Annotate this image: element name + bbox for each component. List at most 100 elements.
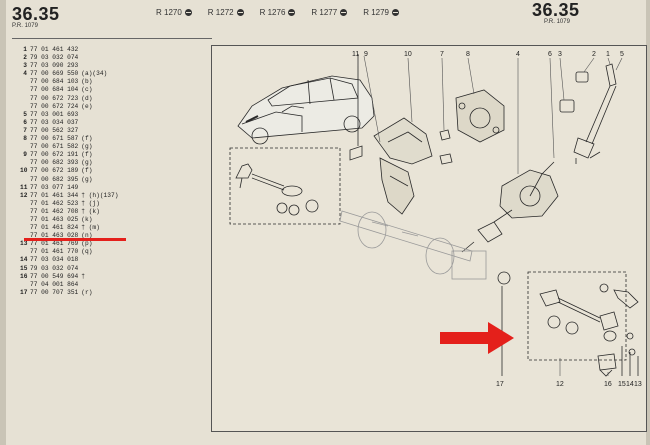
callout-label: 13 [634,381,642,388]
part-reference: 77 01 462 523 [30,199,79,207]
part-suffix: (c) [81,86,93,94]
part-suffix: † (j) [81,199,100,207]
part-reference: 77 00 669 550 [30,70,79,78]
part-index [20,200,27,208]
part-index: 6 [23,118,27,126]
part-row: 77 00 682 395(g) [20,176,170,184]
part-suffix: (a)(34) [81,70,108,78]
part-index: 9 [23,151,27,159]
tie-rod-right [539,289,619,342]
header-rule [12,38,212,39]
part-reference: 77 00 682 393 [30,159,79,167]
part-reference: 77 00 684 104 [30,86,79,94]
callout-label: 7 [440,51,444,58]
model-symbol-icon [340,9,348,16]
steering-rack [339,161,559,280]
callout-label: 1 [606,51,610,58]
part-row: 77 01 461 770(q) [20,248,170,256]
callout-numbers: 11 9 10 7 8 4 6 3 2 1 5 17 12 16 15 14 1… [352,51,642,388]
part-reference: 77 00 672 189 [30,167,79,175]
part-index [20,176,27,184]
model-item: R 1272 [208,8,244,17]
part-index: 7 [23,126,27,134]
part-row: 77 00 684 104(c) [20,86,170,94]
part-index [20,95,27,103]
part-row: 77 00 682 393(g) [20,159,170,167]
part-index [20,78,27,86]
car-illustration [237,75,375,145]
part-index: 3 [23,62,27,70]
dashed-group-right [527,271,627,361]
part-suffix: (n) [81,232,93,240]
part-reference: 77 01 461 824 [30,224,79,232]
part-row: 77 01 463 025(k) [20,216,170,224]
part-row: 77 00 684 103(b) [20,78,170,86]
part-reference: 77 01 461 769 [30,240,79,248]
part-index [20,248,27,256]
part-index: 12 [20,191,28,199]
part-suffix: (p) [81,240,93,248]
part-suffix: (d) [81,94,93,102]
steering-boot [373,117,433,215]
part-row: 77 01 461 824† (m) [20,224,170,232]
part-suffix: (f) [81,167,93,175]
part-index [20,86,27,94]
part-suffix: (q) [81,248,93,256]
diagram-drawing: 11 9 10 7 8 4 6 3 2 1 5 17 12 16 15 14 1… [229,51,642,388]
callout-label: 5 [620,51,624,58]
catalog-page: 36.35 P.R. 1079 R 1270 R 1272 R 1276 R 1… [6,0,647,445]
part-suffix: (f) [81,151,93,159]
part-reference: 77 03 077 149 [30,183,79,191]
part-suffix: (f) [81,135,93,143]
callout-label: 10 [404,51,412,58]
part-reference: 77 01 461 344 [30,191,79,199]
part-index [20,143,27,151]
part-reference: 77 00 562 327 [30,126,79,134]
part-row: 77 00 672 724(e) [20,103,170,111]
part-reference: 77 03 090 293 [30,62,79,70]
callout-label: 14 [626,381,634,388]
model-item: R 1277 [311,8,348,17]
callout-label: 9 [364,51,368,58]
part-index [20,159,27,167]
leader-lines [357,55,623,376]
part-index [20,216,27,224]
part-reference: 77 00 672 191 [30,151,79,159]
model-symbol-icon [184,9,192,16]
tie-rod-left [235,163,319,216]
callout-label: 6 [548,51,552,58]
part-reference: 77 00 672 723 [30,94,79,102]
highlight-strike-line [24,238,126,241]
part-reference: 77 03 034 018 [30,256,79,264]
part-suffix: (r) [81,288,93,296]
part-reference: 77 00 671 582 [30,143,79,151]
part-index: 17 [20,288,28,296]
part-index [20,224,27,232]
callout-label: 2 [592,51,596,58]
part-reference: 77 04 001 864 [30,280,79,288]
part-index: 5 [23,110,27,118]
part-suffix: (b) [81,78,93,86]
model-item: R 1279 [363,8,399,17]
model-symbol-icon [236,9,244,16]
part-index: 8 [23,135,27,143]
callout-label: 11 [352,51,359,58]
callout-label: 3 [558,51,562,58]
part-index [20,103,27,111]
part-reference: 77 00 684 103 [30,78,79,86]
part-reference: 77 00 707 351 [30,288,79,296]
part-index: 10 [20,167,28,175]
column-parts [559,63,617,164]
part-reference: 77 03 001 693 [30,110,79,118]
model-symbol-icon [288,9,296,16]
part-reference: 77 01 461 432 [30,46,79,53]
